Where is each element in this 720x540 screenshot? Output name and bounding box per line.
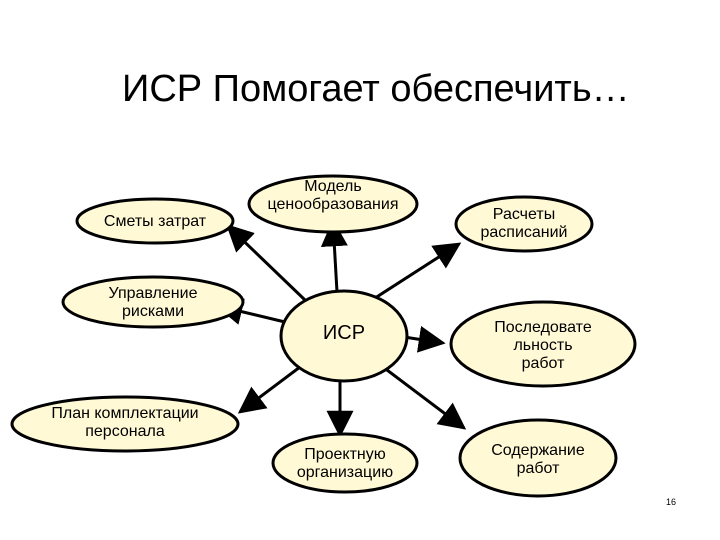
label-work-sequence: Последовате льность работ [494, 319, 592, 372]
arrow-to-work-content [382, 365, 467, 430]
arrow-to-staffing-plan [237, 362, 305, 414]
node-cost-estimates [75, 197, 235, 245]
page-number: 16 [666, 497, 677, 507]
arrow-to-pricing-model [320, 219, 348, 293]
label-pricing-model: Модель ценообразования [267, 178, 399, 213]
arrow-to-cost-estimates [226, 224, 307, 302]
label-staffing-plan: План комплектации персонала [51, 405, 199, 440]
label-cost-estimates: Сметы затрат [103, 213, 207, 230]
node-work-sequence [449, 300, 637, 388]
node-center-isr [279, 289, 409, 383]
slide-title: ИСР Помогает обеспечить… [122, 68, 630, 110]
label-schedule-calc: Расчеты расписаний [480, 206, 568, 241]
node-risk-management [61, 275, 245, 329]
label-risk-management: Управление рисками [108, 285, 198, 320]
node-work-content [458, 418, 618, 498]
arrow-to-schedule-calc [371, 242, 462, 302]
label-work-content: Содержание работ [491, 442, 585, 477]
node-pricing-model [247, 174, 419, 234]
node-project-organization [271, 432, 419, 494]
label-project-organization: Проектную организацию [296, 446, 394, 481]
node-staffing-plan [10, 395, 240, 453]
arrow-to-work-sequence [403, 325, 446, 353]
node-schedule-calc [454, 195, 594, 253]
label-center-isr: ИСР [322, 322, 366, 344]
